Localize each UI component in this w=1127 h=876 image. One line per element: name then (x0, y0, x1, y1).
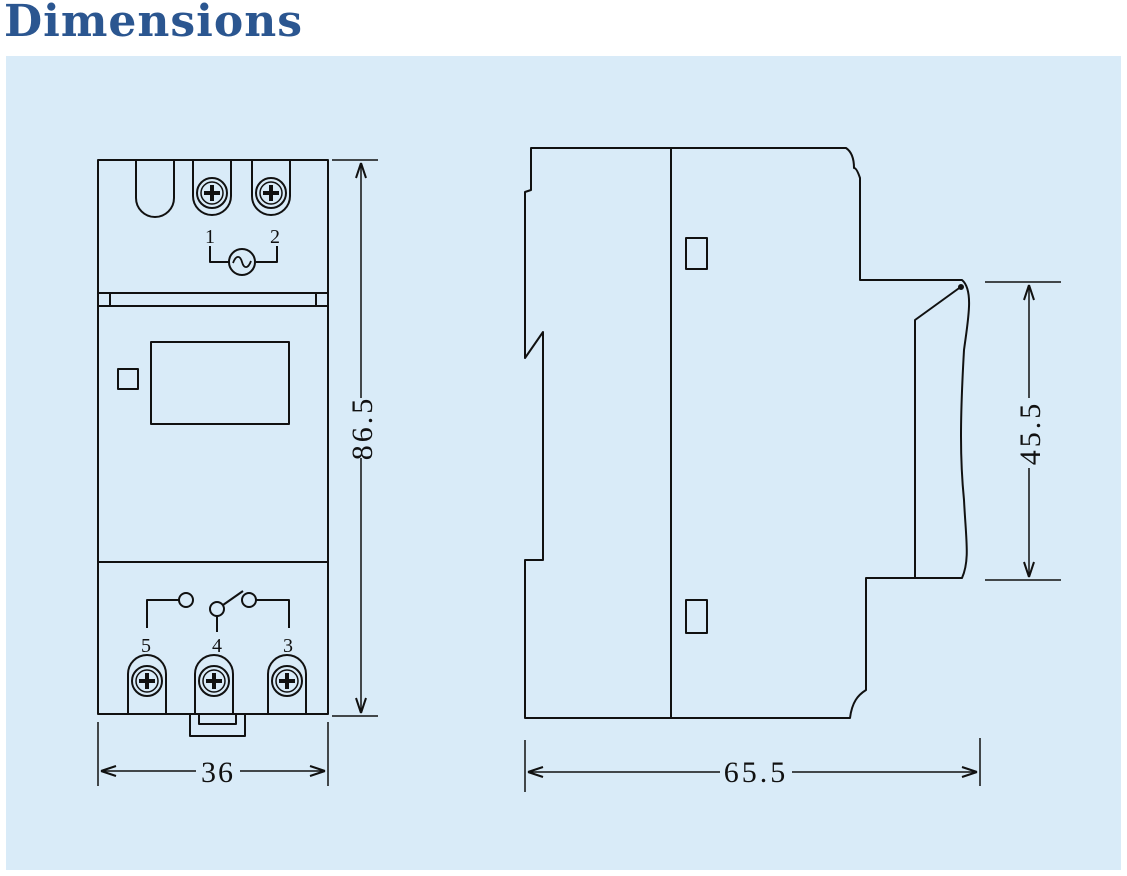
terminal-label-5: 5 (141, 635, 151, 657)
rail-height-dimension (985, 281, 1061, 581)
screw-plus-icon (255, 177, 287, 209)
din-clip (189, 714, 246, 737)
top-slot-empty (135, 160, 175, 218)
height-dimension (332, 159, 378, 717)
terminal-label-3: 3 (283, 635, 293, 657)
rail-height-dimension-label: 45.5 (1014, 401, 1047, 466)
front-view (97, 159, 329, 737)
tilde-ac-icon (228, 248, 256, 276)
width-dimension (97, 722, 329, 786)
terminal-label-2: 2 (270, 226, 280, 248)
ac-supply-wiring (209, 246, 278, 263)
depth-dimension (524, 738, 981, 792)
indicator-square (117, 368, 139, 390)
side-window-bottom (685, 599, 708, 634)
screw-plus-icon (271, 665, 303, 697)
width-dimension-label: 36 (201, 756, 235, 789)
side-window-top (685, 237, 708, 270)
height-dimension-label: 86.5 (346, 396, 379, 461)
depth-dimension-label: 65.5 (724, 756, 789, 789)
top-slot-1 (192, 160, 232, 216)
terminal-label-1: 1 (205, 226, 215, 248)
page-title: Dimensions (4, 0, 304, 47)
front-top-block (97, 159, 329, 294)
relay-contact-symbol (146, 590, 290, 632)
front-bottom-block (97, 561, 329, 715)
side-outline (524, 147, 971, 719)
side-view (524, 147, 971, 719)
screw-plus-icon (198, 665, 230, 697)
diagram-panel (6, 56, 1121, 870)
screw-plus-icon (196, 177, 228, 209)
top-slot-2 (251, 160, 291, 216)
screw-plus-icon (131, 665, 163, 697)
display-window (150, 341, 290, 425)
front-middle-body (97, 305, 329, 563)
terminal-label-4: 4 (212, 635, 222, 657)
side-rail-edge (914, 285, 963, 578)
